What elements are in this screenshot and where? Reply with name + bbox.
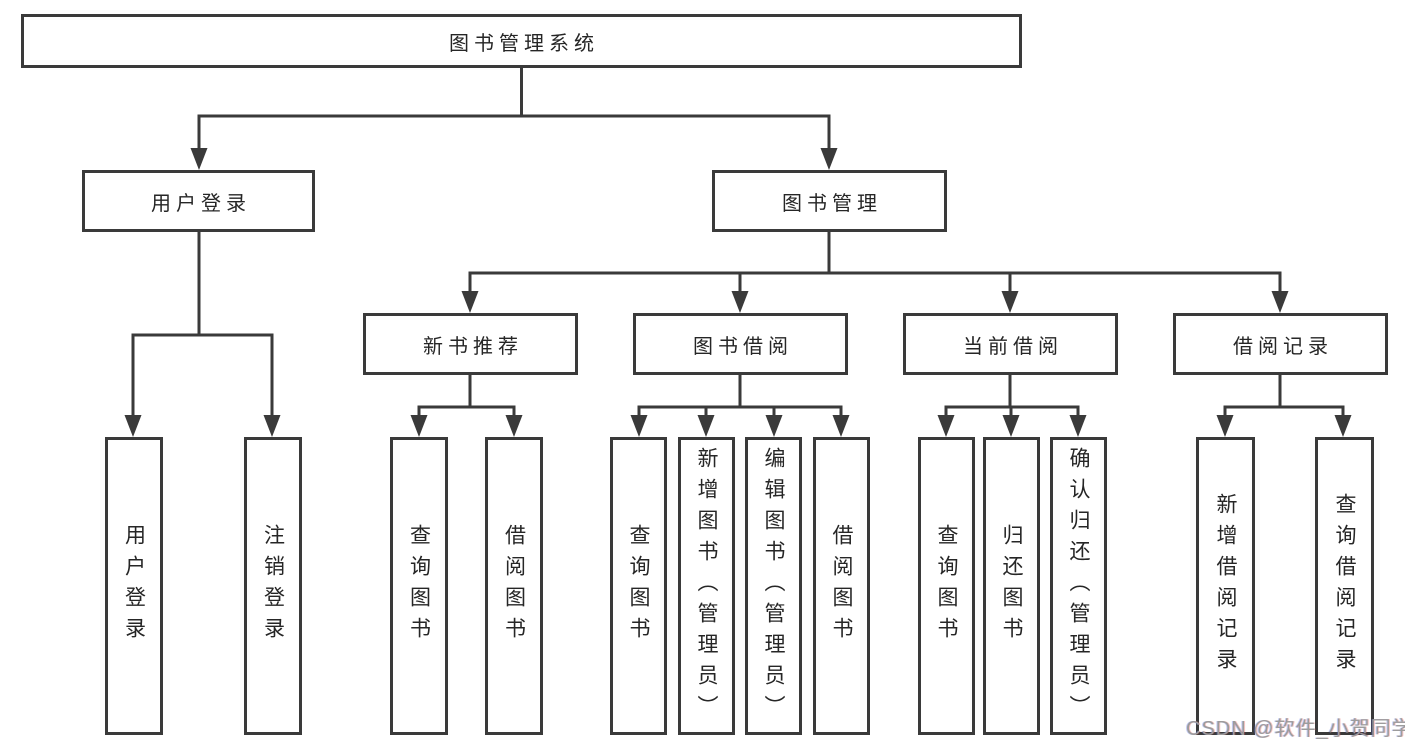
node-new-book-recommend-label: 新书推荐 xyxy=(423,335,523,358)
node-current-borrow-label: 当前借阅 xyxy=(963,335,1063,358)
leaf-borrow-books-label: 借阅图书 xyxy=(830,524,853,648)
leaf-logout-login-label: 注销登录 xyxy=(261,524,285,648)
node-book-borrow: 图书借阅 xyxy=(633,313,848,375)
leaf-query-borrow-record-label: 查询借阅记录 xyxy=(1333,493,1356,679)
connector-book-mgmt-to-level3 xyxy=(461,231,1289,313)
leaf-borrow-books-recommend: 借阅图书 xyxy=(485,437,543,735)
leaf-query-books-current-label: 查询图书 xyxy=(935,524,958,648)
leaf-query-borrow-record: 查询借阅记录 xyxy=(1315,437,1374,735)
leaf-return-books: 归还图书 xyxy=(983,437,1040,735)
node-new-book-recommend: 新书推荐 xyxy=(363,313,578,375)
connector-user-login-to-leaves xyxy=(124,231,281,437)
connector-borrow-to-leaves xyxy=(630,374,850,437)
csdn-watermark: CSDN @软件_小贺同学 xyxy=(1186,718,1405,740)
leaf-borrow-books: 借阅图书 xyxy=(813,437,870,735)
leaf-return-books-label: 归还图书 xyxy=(1000,524,1023,648)
leaf-confirm-return-admin-label: 确认归还（管理员） xyxy=(1067,446,1090,726)
node-current-borrow: 当前借阅 xyxy=(903,313,1118,375)
leaf-add-borrow-record-label: 新增借阅记录 xyxy=(1214,493,1237,679)
connector-current-to-leaves xyxy=(937,374,1087,437)
node-user-login: 用户登录 xyxy=(82,170,315,232)
node-root-label: 图书管理系统 xyxy=(449,32,599,55)
node-user-login-label: 用户登录 xyxy=(151,192,251,215)
connector-records-to-leaves xyxy=(1216,374,1352,437)
leaf-logout-login: 注销登录 xyxy=(244,437,302,735)
leaf-query-books-recommend-label: 查询图书 xyxy=(407,524,431,648)
leaf-query-books-recommend: 查询图书 xyxy=(390,437,448,735)
node-borrow-records: 借阅记录 xyxy=(1173,313,1388,375)
leaf-edit-books-admin: 编辑图书（管理员） xyxy=(745,437,802,735)
leaf-confirm-return-admin: 确认归还（管理员） xyxy=(1050,437,1107,735)
connector-recommend-to-leaves xyxy=(410,374,523,437)
node-borrow-records-label: 借阅记录 xyxy=(1233,335,1333,358)
connector-root-to-level2 xyxy=(190,68,838,170)
leaf-borrow-books-recommend-label: 借阅图书 xyxy=(502,524,526,648)
leaf-edit-books-admin-label: 编辑图书（管理员） xyxy=(762,446,785,726)
leaf-add-borrow-record: 新增借阅记录 xyxy=(1196,437,1255,735)
node-book-borrow-label: 图书借阅 xyxy=(693,335,793,358)
leaf-user-login: 用户登录 xyxy=(105,437,163,735)
leaf-query-books-current: 查询图书 xyxy=(918,437,975,735)
leaf-user-login-label: 用户登录 xyxy=(122,524,146,648)
leaf-query-books-borrow: 查询图书 xyxy=(610,437,667,735)
leaf-add-books-admin-label: 新增图书（管理员） xyxy=(695,446,718,726)
leaf-query-books-borrow-label: 查询图书 xyxy=(627,524,650,648)
node-root-library-system: 图书管理系统 xyxy=(21,14,1022,68)
leaf-add-books-admin: 新增图书（管理员） xyxy=(678,437,735,735)
node-book-management: 图书管理 xyxy=(712,170,947,232)
node-book-management-label: 图书管理 xyxy=(782,192,882,215)
